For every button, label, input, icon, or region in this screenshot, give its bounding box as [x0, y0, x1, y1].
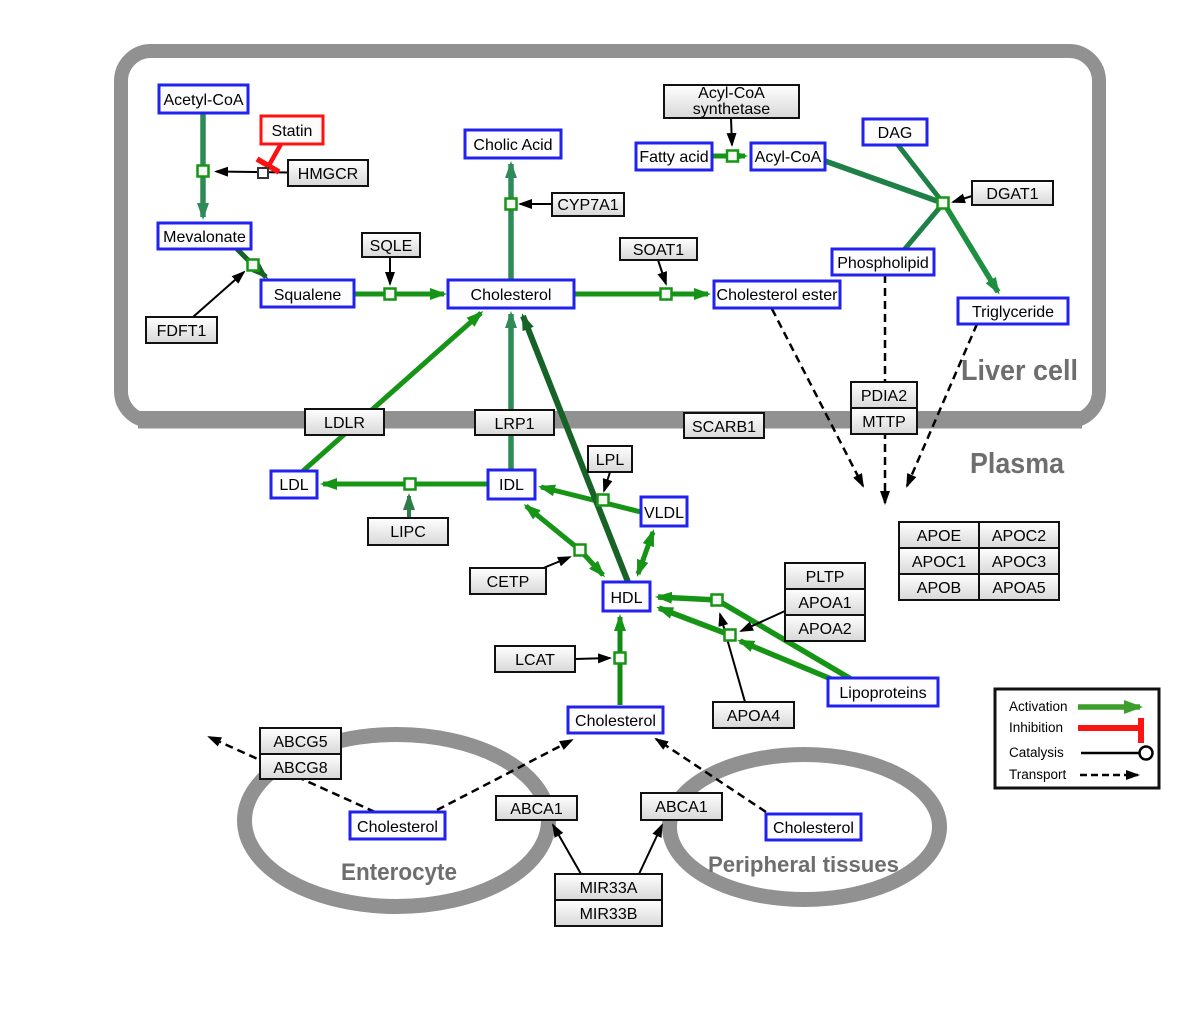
svg-text:MTTP: MTTP — [862, 414, 906, 431]
svg-text:APOA5: APOA5 — [992, 580, 1045, 597]
svg-text:LDLR: LDLR — [324, 415, 365, 432]
svg-text:LDL: LDL — [279, 477, 308, 494]
svg-text:APOE: APOE — [917, 528, 961, 545]
svg-text:Acyl-CoA: Acyl-CoA — [755, 149, 822, 166]
svg-text:DGAT1: DGAT1 — [986, 186, 1038, 203]
svg-text:Liver cell: Liver cell — [961, 355, 1078, 387]
svg-text:Lipoproteins: Lipoproteins — [839, 685, 926, 702]
svg-text:CETP: CETP — [487, 574, 530, 591]
svg-text:Acyl-CoA: Acyl-CoA — [698, 85, 765, 102]
svg-text:Transport: Transport — [1009, 767, 1067, 782]
svg-text:SCARB1: SCARB1 — [692, 419, 756, 436]
svg-text:Inhibition: Inhibition — [1009, 720, 1063, 735]
svg-text:Statin: Statin — [272, 123, 313, 140]
svg-text:Cholesterol: Cholesterol — [357, 819, 438, 836]
svg-text:HDL: HDL — [610, 590, 642, 607]
svg-text:ABCA1: ABCA1 — [655, 799, 708, 816]
svg-text:APOB: APOB — [917, 580, 961, 597]
svg-text:LRP1: LRP1 — [494, 416, 534, 433]
svg-text:Enterocyte: Enterocyte — [341, 859, 457, 886]
svg-text:Peripheral tissues: Peripheral tissues — [708, 852, 899, 877]
svg-text:Acetyl-CoA: Acetyl-CoA — [163, 92, 243, 109]
svg-text:MIR33B: MIR33B — [580, 906, 638, 923]
svg-text:ABCA1: ABCA1 — [510, 801, 563, 818]
svg-text:APOC3: APOC3 — [992, 554, 1046, 571]
svg-text:APOC2: APOC2 — [992, 528, 1046, 545]
svg-text:FDFT1: FDFT1 — [157, 323, 207, 340]
svg-text:ABCG5: ABCG5 — [273, 734, 327, 751]
svg-text:HMGCR: HMGCR — [298, 166, 358, 183]
svg-text:Squalene: Squalene — [274, 287, 342, 304]
svg-text:SQLE: SQLE — [370, 238, 413, 255]
svg-text:Activation: Activation — [1009, 699, 1068, 714]
svg-text:MIR33A: MIR33A — [580, 880, 638, 897]
svg-text:APOA1: APOA1 — [798, 595, 851, 612]
svg-text:LIPC: LIPC — [390, 524, 426, 541]
svg-text:Fatty acid: Fatty acid — [639, 149, 708, 166]
svg-text:Plasma: Plasma — [970, 448, 1065, 480]
svg-text:SOAT1: SOAT1 — [633, 242, 684, 259]
svg-text:Triglyceride: Triglyceride — [972, 304, 1054, 321]
svg-text:Phospholipid: Phospholipid — [837, 255, 929, 272]
svg-text:PLTP: PLTP — [806, 569, 845, 586]
svg-text:APOC1: APOC1 — [912, 554, 966, 571]
svg-text:Cholesterol: Cholesterol — [575, 713, 656, 730]
svg-text:Mevalonate: Mevalonate — [163, 229, 246, 246]
svg-text:ABCG8: ABCG8 — [273, 760, 327, 777]
svg-text:LCAT: LCAT — [515, 652, 555, 669]
svg-text:LPL: LPL — [596, 452, 625, 469]
svg-text:Cholesterol: Cholesterol — [773, 820, 854, 837]
svg-text:DAG: DAG — [878, 125, 913, 142]
svg-text:APOA4: APOA4 — [727, 708, 780, 725]
svg-text:IDL: IDL — [499, 477, 524, 494]
svg-text:Cholesterol ester: Cholesterol ester — [717, 287, 839, 304]
svg-text:Cholic Acid: Cholic Acid — [473, 137, 552, 154]
svg-text:VLDL: VLDL — [644, 505, 684, 522]
svg-text:Catalysis: Catalysis — [1009, 745, 1064, 760]
svg-text:CYP7A1: CYP7A1 — [557, 197, 618, 214]
svg-text:APOA2: APOA2 — [798, 621, 851, 638]
svg-text:synthetase: synthetase — [693, 101, 770, 118]
svg-text:Cholesterol: Cholesterol — [471, 287, 552, 304]
svg-text:PDIA2: PDIA2 — [861, 388, 907, 405]
